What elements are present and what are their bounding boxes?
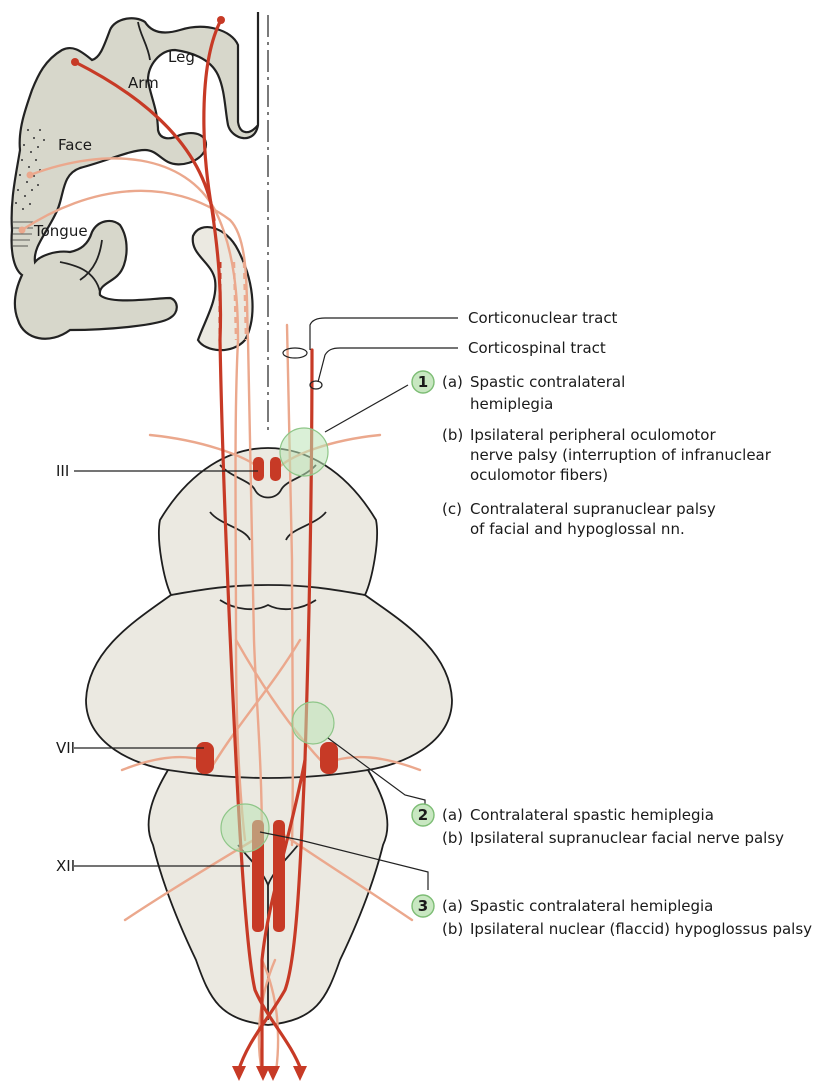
lesion-2-number: 2 — [418, 806, 428, 824]
lesion-1b-line-1: Ipsilateral peripheral oculomotor — [470, 426, 716, 444]
lesion-3a-line-1: Spastic contralateral hemiplegia — [470, 897, 713, 915]
oculomotor-nucleus-left — [253, 457, 264, 481]
label-tongue: Tongue — [33, 222, 88, 240]
label-facial-nucleus: VII — [56, 739, 75, 757]
lesion-1-number: 1 — [418, 373, 428, 391]
lesion-1a-line-2: hemiplegia — [470, 395, 553, 413]
brainstem-outline — [86, 448, 452, 1025]
facial-nucleus-right — [320, 742, 338, 774]
lesion-2-legend: 2 (a) Contralateral spastic hemiplegia (… — [412, 804, 784, 847]
label-corticonuclear-tract: Corticonuclear tract — [468, 309, 618, 327]
lesion-1a-line-1: Spastic contralateral — [470, 373, 625, 391]
lesion-1b-letter: (b) — [442, 426, 463, 444]
oculomotor-nucleus-right — [270, 457, 281, 481]
lesion-3-legend: 3 (a) Spastic contralateral hemiplegia (… — [412, 895, 812, 938]
label-corticospinal-tract: Corticospinal tract — [468, 339, 606, 357]
lesion-1-circle — [280, 428, 328, 476]
label-arm: Arm — [128, 74, 159, 92]
lesion-2b-line-1: Ipsilateral supranuclear facial nerve pa… — [470, 829, 784, 847]
label-oculomotor-nucleus: III — [56, 462, 69, 480]
lesion-3b-line-1: Ipsilateral nuclear (flaccid) hypoglossu… — [470, 920, 812, 938]
lesion-1c-letter: (c) — [442, 500, 462, 518]
label-leg: Leg — [168, 48, 195, 66]
label-hypoglossal-nucleus: XII — [56, 857, 75, 875]
facial-nucleus-left — [196, 742, 214, 774]
arrow-down-icon — [232, 1066, 246, 1081]
lesion-2-circle — [292, 702, 334, 744]
lesion-1a-letter: (a) — [442, 373, 463, 391]
arrow-down-icon — [266, 1066, 280, 1081]
arrow-down-icon — [293, 1066, 307, 1081]
lesion-1b-line-3: oculomotor fibers) — [470, 466, 608, 484]
lesion-1c-line-2: of facial and hypoglossal nn. — [470, 520, 685, 538]
lesion-1c-line-1: Contralateral supranuclear palsy — [470, 500, 716, 518]
lesion-1b-line-2: nerve palsy (interruption of infranuclea… — [470, 446, 772, 464]
lesion-3a-letter: (a) — [442, 897, 463, 915]
lesion-3-circle — [221, 804, 269, 852]
lesion-2a-line-1: Contralateral spastic hemiplegia — [470, 806, 714, 824]
lesion-1-legend: 1 (a) Spastic contralateral hemiplegia (… — [412, 371, 772, 538]
lesion-2b-letter: (b) — [442, 829, 463, 847]
label-face: Face — [58, 136, 92, 154]
lesion-3b-letter: (b) — [442, 920, 463, 938]
lesion-3-number: 3 — [418, 897, 428, 915]
descending-arrows — [232, 1066, 307, 1081]
brainstem — [86, 448, 452, 1025]
lesion-2a-letter: (a) — [442, 806, 463, 824]
